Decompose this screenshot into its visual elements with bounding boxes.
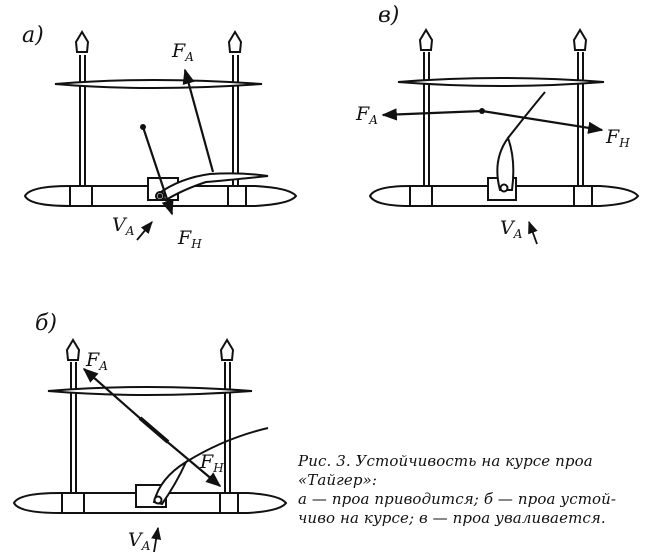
panel-b-force-sail-arrow [82,367,151,428]
panel-c-right-spar [572,28,588,188]
svg-text:VA: VA [128,529,151,553]
panel-c [368,28,640,245]
caption-line-2: «Тайгер»: [298,471,377,489]
panel-b-sail [152,459,189,506]
svg-text:FH: FH [177,227,202,251]
panel-b-outrigger-float [47,386,253,396]
panel-c-letter: в) [378,3,399,28]
panel-c-velocity-arrow [528,220,538,245]
panel-c-labels: в) FA FH VA [355,3,630,241]
panel-a-force-hull-arrow [141,126,174,216]
panel-b-velocity-label: V [128,529,144,551]
svg-text:FH: FH [605,126,630,150]
panel-a-letter: а) [22,23,44,48]
caption-line-4: чиво на курсе; в — проа уваливается. [298,509,606,527]
panel-a-velocity-arrow [136,221,153,241]
panel-b-left-spar [65,338,81,492]
panel-b-velocity-arrow [151,526,162,553]
panel-a-force-sail-label: F [171,40,186,62]
panel-b-right-spar [219,338,235,492]
panel-a-right-spar [227,30,243,188]
panel-b-labels: б) FA FH VA [35,311,224,553]
caption-line-1: Рис. 3. Устойчивость на курсе проа [298,452,593,470]
panel-a [23,30,298,241]
svg-text:FH: FH [199,451,224,475]
svg-text:VA: VA [112,214,135,238]
panel-c-left-spar [418,28,434,188]
panel-a-velocity-label: V [112,214,128,236]
figure-caption: Рис. 3. Устойчивость на курсе проа «Тайг… [298,452,658,528]
panel-c-force-hull-label: F [605,126,620,148]
svg-text:FA: FA [355,103,378,127]
panel-a-force-hull-label: F [177,227,192,249]
panel-c-sail [496,135,515,191]
panel-b-letter: б) [35,311,57,336]
panel-a-force-sail-arrow [182,68,215,173]
panel-c-force-sail-arrow [381,108,483,121]
panel-a-outrigger-float [54,79,263,89]
caption-line-3: а — проа приводится; б — проа устой- [298,490,617,508]
panel-a-sail [156,172,269,202]
panel-c-force-hull-arrow [481,109,604,134]
panel-a-labels: а) FA FH VA [22,23,202,251]
panel-b-centerline [138,416,170,444]
svg-text:FA: FA [85,349,108,373]
panel-c-velocity-label: V [500,217,516,239]
panel-b-force-sail-label: F [85,349,100,371]
panel-c-force-sail-label: F [355,103,370,125]
panel-b [12,338,288,553]
svg-text:VA: VA [500,217,523,241]
panel-c-outrigger-float [397,77,605,87]
svg-text:FA: FA [171,40,194,64]
panel-b-force-hull-label: F [199,451,214,473]
panel-a-left-spar [74,30,90,188]
